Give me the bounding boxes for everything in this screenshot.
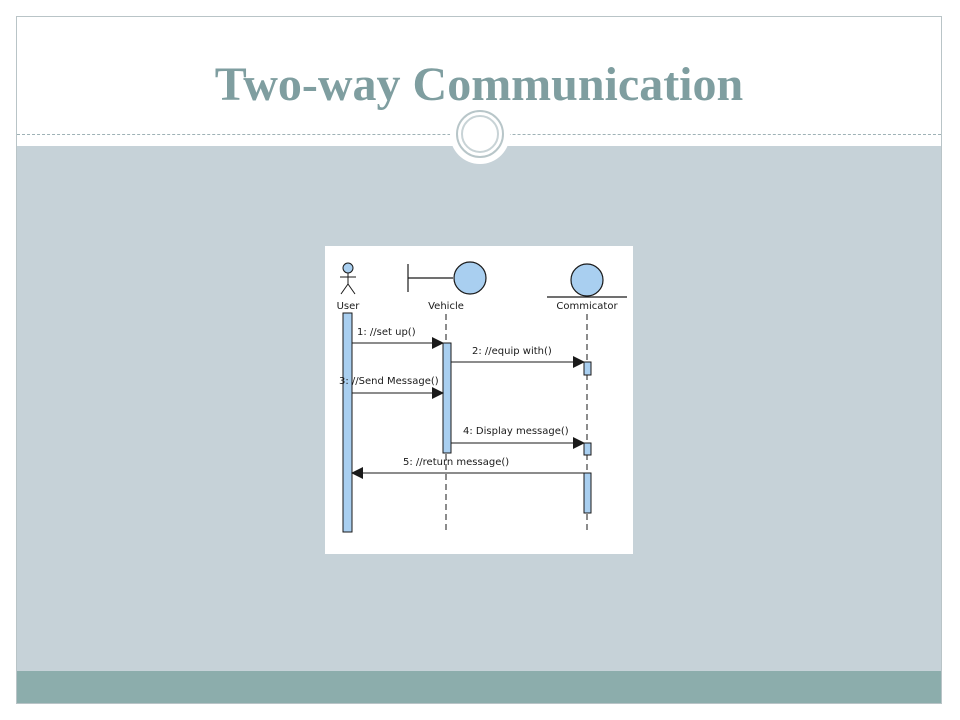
lifeline-label-user: User [337, 301, 361, 312]
activation-bar-commicator-1 [583, 361, 592, 376]
activation-bar-commicator-2 [583, 442, 592, 456]
decorative-ring-inner-circle [461, 115, 499, 153]
footer-band [17, 671, 941, 703]
commicator-entity-icon [547, 263, 627, 298]
message-label-1: 1: //set up() [357, 327, 416, 338]
activation-bar-vehicle [442, 342, 452, 454]
lifeline-label-vehicle: Vehicle [428, 301, 464, 312]
message-label-4: 4: Display message() [463, 426, 569, 437]
activation-bar-user [342, 312, 353, 533]
vehicle-boundary-icon [407, 261, 487, 295]
message-label-2: 2: //equip with() [472, 346, 552, 357]
slide-title: Two-way Communication [214, 58, 744, 111]
sequence-diagram-svg: User Vehicle Commicator 1: //set up() 2:… [337, 261, 627, 533]
message-label-5: 5: //return message() [403, 457, 509, 468]
activation-bar-commicator-3 [583, 472, 592, 514]
sequence-diagram: User Vehicle Commicator 1: //set up() 2:… [325, 246, 633, 554]
lifeline-label-commicator: Commicator [556, 301, 618, 312]
message-label-3: 3: //Send Message() [339, 376, 439, 387]
user-actor-icon [340, 262, 356, 295]
